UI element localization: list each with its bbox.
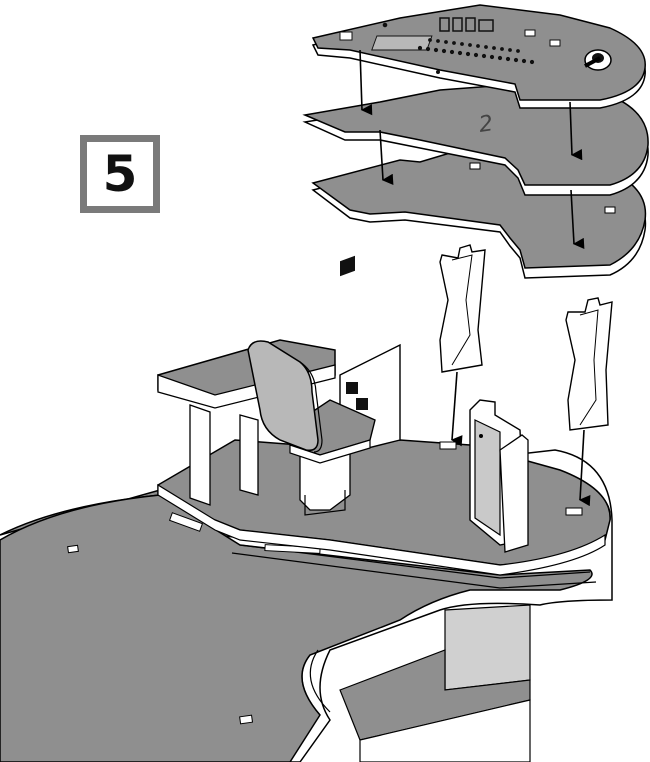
arrow-bracket-left xyxy=(452,372,457,440)
bracket-right xyxy=(566,298,612,430)
steering-wheel-icon xyxy=(585,50,611,70)
bracket-left xyxy=(440,245,485,372)
